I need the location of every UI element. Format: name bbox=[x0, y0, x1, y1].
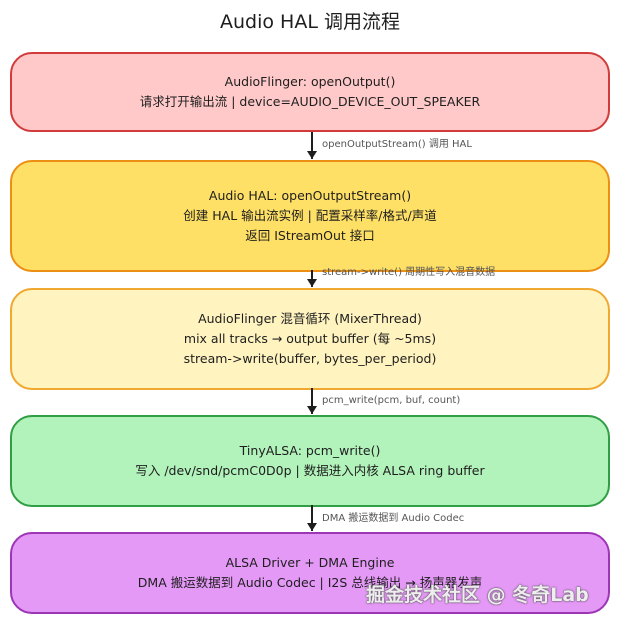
node-line: 写入 /dev/snd/pcmC0D0p | 数据进入内核 ALSA ring … bbox=[135, 463, 485, 478]
node-line: 创建 HAL 输出流实例 | 配置采样率/格式/声道 bbox=[183, 208, 437, 223]
node-line: stream->write(buffer, bytes_per_period) bbox=[183, 351, 437, 366]
node-line: AudioFlinger: openOutput() bbox=[224, 74, 396, 89]
node-audioflinger-openoutput: AudioFlinger: openOutput() 请求打开输出流 | dev… bbox=[10, 52, 610, 132]
edge-arrow bbox=[307, 388, 317, 414]
edge-arrow bbox=[307, 132, 317, 159]
node-line: mix all tracks → output buffer (每 ~5ms) bbox=[183, 331, 437, 346]
edge-arrow bbox=[307, 505, 317, 531]
edge-label: DMA 搬运数据到 Audio Codec bbox=[322, 513, 465, 524]
node-line: 返回 IStreamOut 接口 bbox=[245, 228, 375, 243]
diagram-title: Audio HAL 调用流程 bbox=[220, 11, 400, 33]
edge-arrow bbox=[307, 270, 317, 287]
node-line: TinyALSA: pcm_write() bbox=[239, 443, 381, 458]
node-tinyalsa-pcm-write: TinyALSA: pcm_write() 写入 /dev/snd/pcmC0D… bbox=[10, 415, 610, 507]
edge-label: stream->write() 周期性写入混音数据 bbox=[322, 267, 496, 278]
node-line: DMA 搬运数据到 Audio Codec | I2S 总线输出 → 扬声器发声 bbox=[137, 575, 483, 590]
watermark: 掘金技术社区 @ 冬奇Lab bbox=[366, 584, 589, 606]
edge-label: pcm_write(pcm, buf, count) bbox=[322, 395, 461, 406]
node-alsa-driver-dma: ALSA Driver + DMA Engine DMA 搬运数据到 Audio… bbox=[10, 532, 610, 614]
node-line: Audio HAL: openOutputStream() bbox=[208, 188, 412, 203]
node-line: AudioFlinger 混音循环 (MixerThread) bbox=[198, 311, 422, 326]
node-line: 请求打开输出流 | device=AUDIO_DEVICE_OUT_SPEAKE… bbox=[139, 94, 481, 109]
edge-label: openOutputStream() 调用 HAL bbox=[322, 139, 472, 150]
node-line: ALSA Driver + DMA Engine bbox=[225, 555, 395, 570]
node-audio-hal-openoutputstream: Audio HAL: openOutputStream() 创建 HAL 输出流… bbox=[10, 160, 610, 272]
node-mixer-thread: AudioFlinger 混音循环 (MixerThread) mix all … bbox=[10, 288, 610, 390]
